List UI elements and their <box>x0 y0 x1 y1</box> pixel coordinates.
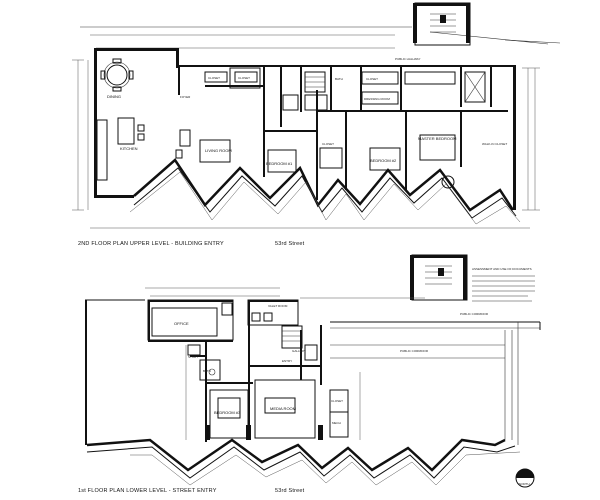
lower-plan-caption: 1st FLOOR PLAN LOWER LEVEL - STREET ENTR… <box>78 488 217 494</box>
valet-label: VALET ROOM <box>268 304 288 308</box>
upper-plan-caption: 2ND FLOOR PLAN UPPER LEVEL - BUILDING EN… <box>78 241 224 247</box>
living-label: LIVING ROOM <box>205 148 232 153</box>
public-corridor-label-b: PUBLIC CORRIDOR <box>400 349 429 353</box>
closet-label-lower: CLOSET <box>331 399 343 403</box>
kitchen-label: KITCHEN <box>120 146 138 151</box>
media-label: MEDIA ROOM <box>270 406 296 411</box>
study-label: STUDY <box>188 355 198 359</box>
bedroom2-label: BEDROOM #2 <box>370 158 397 163</box>
upper-floor-plan: DINING KITCHEN LIVING ROOM CLOSET <box>72 2 561 247</box>
mech-label: MECH <box>332 421 341 425</box>
lower-plan-street: 53rd Street <box>275 488 305 494</box>
office-label: OFFICE <box>174 321 189 326</box>
gallery-label: GALLERY <box>292 349 306 353</box>
entry-label: ENTRY <box>282 359 292 363</box>
bedroom3-label: BEDROOM #3 <box>214 410 241 415</box>
closet-label-c: CLOSET <box>366 77 378 81</box>
master-label: MASTER BEDROOM <box>418 136 456 141</box>
bath-label-lower: BATH <box>203 369 211 373</box>
closet-label-a: CLOSET <box>208 76 220 80</box>
public-hallway-label: PUBLIC HALLWAY <box>395 57 420 61</box>
legend-note: ASSESSMENT AND USE OF DOCUMENTS <box>472 267 532 271</box>
walkin-label: WALK-IN CLOSET <box>482 142 507 146</box>
closet-label-b: CLOSET <box>238 76 250 80</box>
public-corridor-label-a: PUBLIC CORRIDOR <box>460 312 489 316</box>
dining-label: DINING <box>107 94 121 99</box>
closet-label-d: CLOSET <box>322 142 334 146</box>
foyer-label: FOYER <box>180 95 191 99</box>
dressing-label: DRESSING ROOM <box>364 97 390 101</box>
upper-plan-street: 53rd Street <box>275 241 305 247</box>
bath-label-a: BATH <box>335 77 343 81</box>
bedroom1-label: BEDROOM #1 <box>266 161 293 166</box>
lower-floor-plan: ASSESSMENT AND USE OF DOCUMENTS OFFICE V… <box>78 254 541 494</box>
north-badge: NORTH <box>519 482 530 486</box>
